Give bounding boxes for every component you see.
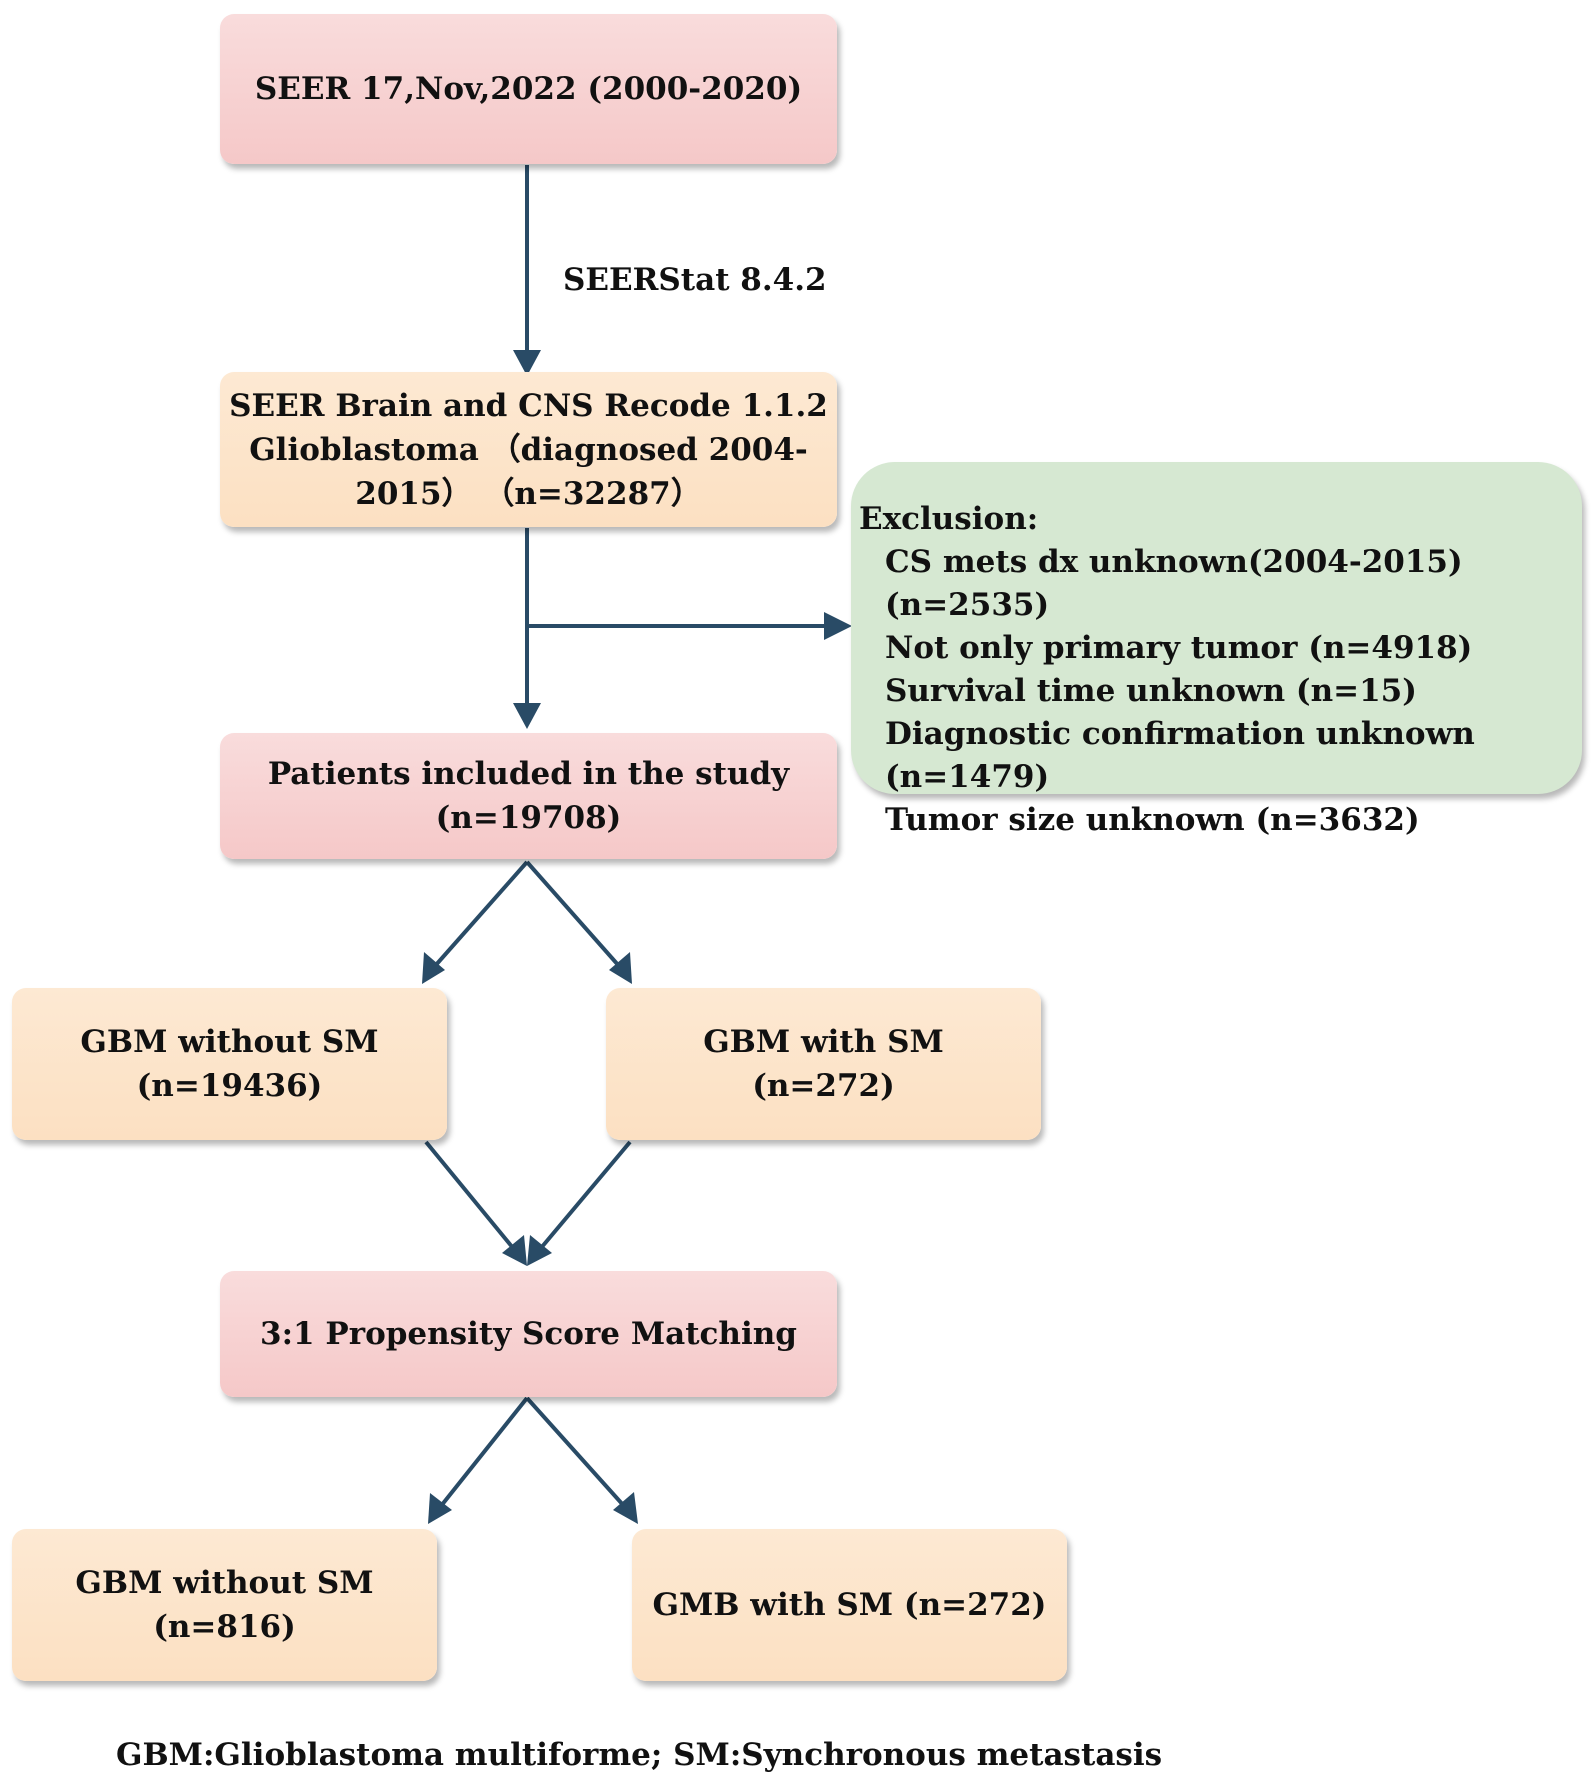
box-propensity-score-matching: 3:1 Propensity Score Matching	[220, 1271, 837, 1397]
box-seer-source-text: SEER 17,Nov,2022 (2000-2020)	[254, 71, 803, 107]
with-sm-line-1: GBM with SM	[703, 1024, 944, 1060]
exclusion-item: Survival time unknown (n=15)	[885, 673, 1417, 709]
without-sm-line-1: GBM without SM	[80, 1024, 379, 1060]
arrow-without-sm-to-psm	[424, 1140, 527, 1266]
arrow-included-to-without-sm	[422, 860, 529, 984]
exclusion-item: CS mets dx unknown(2004-2015) (n=2535)	[885, 544, 1463, 623]
box-matched-gbm-without-sm: GBM without SM (n=816)	[12, 1529, 437, 1681]
without-sm-line-2: (n=19436)	[136, 1068, 323, 1104]
arrow-recode-to-included	[513, 528, 541, 729]
included-line-1: Patients included in the study	[267, 756, 790, 792]
with-sm-line-2: (n=272)	[752, 1068, 895, 1104]
arrow-included-to-with-sm	[525, 860, 632, 984]
exclusion-item: Diagnostic confirmation unknown (n=1479)	[885, 716, 1475, 795]
recode-line-3: 2015） （n=32287）	[355, 475, 702, 512]
exclusion-title: Exclusion:	[859, 501, 1039, 537]
arrow-label-seerstat: SEERStat 8.4.2	[563, 262, 827, 298]
psm-text: 3:1 Propensity Score Matching	[260, 1316, 797, 1352]
box-brain-cns-recode: SEER Brain and CNS Recode 1.1.2 Glioblas…	[220, 372, 837, 527]
included-line-2: (n=19708)	[435, 800, 622, 836]
arrow-with-sm-to-psm	[527, 1140, 632, 1266]
box-patients-included: Patients included in the study (n=19708)	[220, 733, 837, 859]
recode-line-2: Glioblastoma （diagnosed 2004-	[249, 431, 808, 468]
matched-with-text: GMB with SM (n=272)	[652, 1587, 1047, 1623]
arrow-to-exclusion	[527, 612, 852, 640]
box-gbm-with-sm: GBM with SM (n=272)	[606, 988, 1041, 1140]
box-matched-gmb-with-sm: GMB with SM (n=272)	[632, 1529, 1067, 1681]
box-gbm-without-sm: GBM without SM (n=19436)	[12, 988, 447, 1140]
footnote-abbreviations: GBM:Glioblastoma multiforme; SM:Synchron…	[116, 1737, 1163, 1773]
exclusion-item: Tumor size unknown (n=3632)	[885, 802, 1420, 838]
box-seer-source: SEER 17,Nov,2022 (2000-2020)	[220, 14, 837, 164]
recode-line-1: SEER Brain and CNS Recode 1.1.2	[229, 387, 828, 424]
matched-without-text: GBM without SM (n=816)	[75, 1565, 374, 1645]
arrow-psm-to-matched-without	[428, 1396, 529, 1524]
box-exclusion: Exclusion: CS mets dx unknown(2004-2015)…	[851, 462, 1582, 838]
arrow-source-to-recode	[513, 165, 541, 376]
arrow-psm-to-matched-with	[525, 1396, 638, 1524]
exclusion-item: Not only primary tumor (n=4918)	[885, 630, 1473, 666]
